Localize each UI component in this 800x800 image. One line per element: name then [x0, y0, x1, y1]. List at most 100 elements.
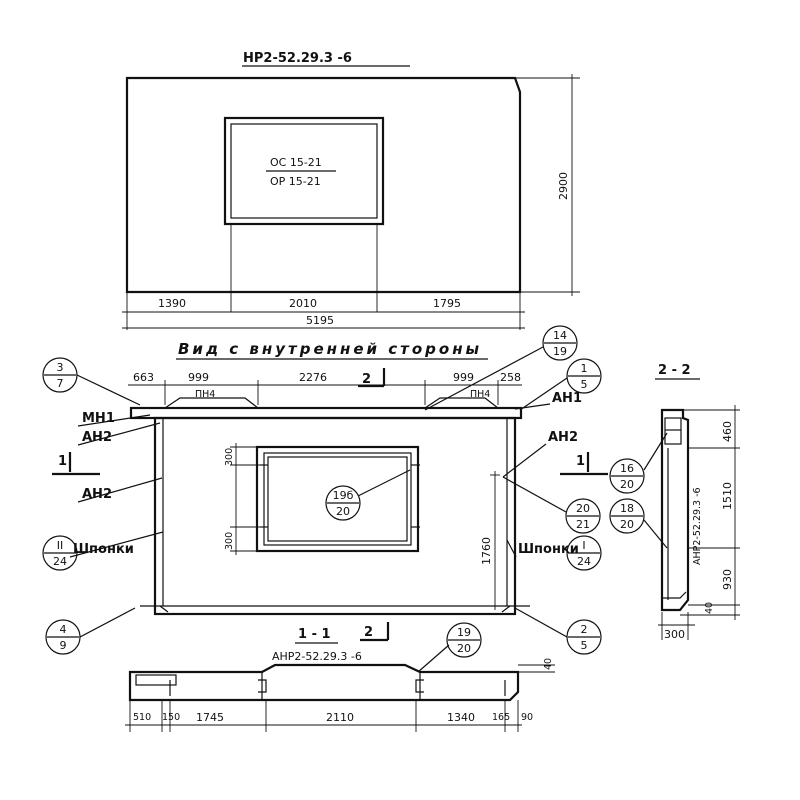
section-1-left: 1 — [58, 454, 67, 469]
callout-18-20: 18 20 — [609, 498, 668, 549]
svg-text:20: 20 — [336, 505, 350, 518]
s22-dim-1510: 1510 — [721, 482, 734, 510]
top-window-outer — [223, 116, 385, 226]
s11-dim-1745: 1745 — [196, 711, 224, 724]
svg-text:20: 20 — [620, 518, 634, 531]
leader-an2-right — [502, 443, 547, 478]
pn4-right: ПН4 — [470, 389, 490, 400]
pn4-left: ПН4 — [195, 389, 215, 400]
label-mn1: МН1 — [82, 411, 115, 426]
bottom-corner-right — [501, 605, 511, 613]
section-1-right-arrow — [560, 452, 608, 476]
section-1-left-arrow — [52, 452, 100, 476]
callout-19-20: 19 20 — [417, 622, 482, 673]
svg-text:14: 14 — [553, 329, 567, 342]
s11-dim-90: 90 — [521, 712, 533, 723]
s11-dim-165: 165 — [492, 712, 510, 723]
callout-20-21: 20 21 — [502, 476, 601, 534]
svg-text:24: 24 — [53, 555, 67, 568]
inner-window-inner — [263, 452, 412, 546]
inner-window-outer — [255, 445, 420, 553]
section-1-1-mark: 2 — [364, 625, 373, 640]
dim-663: 663 — [133, 371, 154, 384]
callout-4-9: 4 9 — [45, 607, 136, 655]
label-an1: АН1 — [552, 391, 582, 406]
dim-1795: 1795 — [433, 297, 461, 310]
svg-text:4: 4 — [60, 623, 67, 636]
svg-text:5: 5 — [581, 378, 588, 391]
label-shponki-right: Шпонки — [518, 542, 579, 557]
opening-label-2: ОР 15-21 — [270, 175, 321, 188]
section-2-arrow — [358, 368, 386, 388]
top-view: НР2-52.29.3 -6 ОС 15-21 ОР 15-21 2900 13… — [122, 51, 580, 330]
section-2-2-title: 2 - 2 — [658, 363, 691, 378]
leader-mn1 — [77, 414, 151, 427]
svg-text:24: 24 — [577, 555, 591, 568]
section-2-2-bottom — [663, 591, 687, 599]
leader-an2-left-top — [77, 422, 161, 446]
svg-text:3: 3 — [57, 361, 64, 374]
svg-text:16: 16 — [620, 462, 634, 475]
dim-2010: 2010 — [289, 297, 317, 310]
dim-2276: 2276 — [299, 371, 327, 384]
section-2-2-top-block — [664, 417, 682, 445]
svg-text:21: 21 — [576, 518, 590, 531]
section-2-mark: 2 — [362, 372, 371, 387]
svg-text:20: 20 — [457, 642, 471, 655]
svg-text:7: 7 — [57, 377, 64, 390]
section-1-1-profile — [128, 663, 520, 702]
svg-text:2: 2 — [581, 623, 588, 636]
top-view-mark: НР2-52.29.3 -6 — [243, 51, 352, 66]
s11-dim-1340: 1340 — [447, 711, 475, 724]
section-2-2: 2 - 2 АНР2-52.29.3 -6 460 1510 930 40 30… — [609, 363, 740, 641]
opening-label-1: ОС 15-21 — [270, 156, 322, 169]
bottom-corner-left — [159, 605, 169, 613]
svg-text:1: 1 — [581, 362, 588, 375]
dim-999-right: 999 — [453, 371, 474, 384]
s11-dim-150: 150 — [162, 712, 180, 723]
section-1-1-panel-mark: АНР2-52.29.3 -6 — [272, 650, 362, 663]
inner-view-title: Вид с внутренней стороны — [178, 340, 482, 358]
dim-total: 5195 — [306, 314, 334, 327]
leader-shponki-left — [69, 531, 164, 558]
svg-text:18: 18 — [620, 502, 634, 515]
svg-text:20: 20 — [576, 502, 590, 515]
svg-text:5: 5 — [581, 639, 588, 652]
svg-text:19: 19 — [553, 345, 567, 358]
section-1-1-arrow — [360, 622, 390, 642]
leader-an2-left-mid — [77, 477, 163, 503]
pn4-left-shape — [164, 397, 259, 409]
callout-19b-20: 19б 20 — [325, 469, 411, 521]
label-an2-right: АН2 — [548, 430, 578, 445]
section-1-1: 1 - 1 2 АНР2-52.29.3 -6 19 20 40 — [125, 622, 555, 732]
dim-999-left: 999 — [188, 371, 209, 384]
svg-text:9: 9 — [60, 639, 67, 652]
window-dim-bottom: 300 — [224, 532, 235, 550]
callout-14-19: 14 19 — [424, 325, 578, 411]
dim-1760: 1760 — [480, 537, 493, 565]
svg-text:19б: 19б — [333, 489, 354, 502]
section-1-right: 1 — [576, 454, 585, 469]
s11-bracket-left — [258, 679, 267, 693]
section-1-1-title: 1 - 1 — [298, 627, 331, 642]
svg-text:20: 20 — [620, 478, 634, 491]
inner-view: Вид с внутренней стороны 663 999 2276 99… — [42, 325, 608, 655]
callout-3-7: 3 7 — [42, 357, 141, 406]
top-window-inner — [230, 123, 378, 219]
svg-text:II: II — [57, 539, 64, 552]
window-dim-top: 300 — [224, 448, 235, 466]
callout-1-5: 1 5 — [519, 358, 602, 411]
top-panel-outline — [125, 76, 522, 294]
s11-right-dim: 40 — [543, 658, 554, 670]
leader-an1 — [514, 403, 551, 410]
callout-I-24: I 24 — [566, 535, 602, 571]
s22-dim-40: 40 — [704, 602, 715, 614]
inner-top-ledge — [129, 406, 523, 420]
height-dim-text: 2900 — [557, 172, 570, 200]
dim-258: 258 — [500, 371, 521, 384]
label-shponki-left: Шпонки — [73, 542, 134, 557]
callout-II-24: II 24 — [42, 535, 78, 571]
s11-left-block — [135, 674, 177, 686]
s22-dim-460: 460 — [721, 421, 734, 442]
